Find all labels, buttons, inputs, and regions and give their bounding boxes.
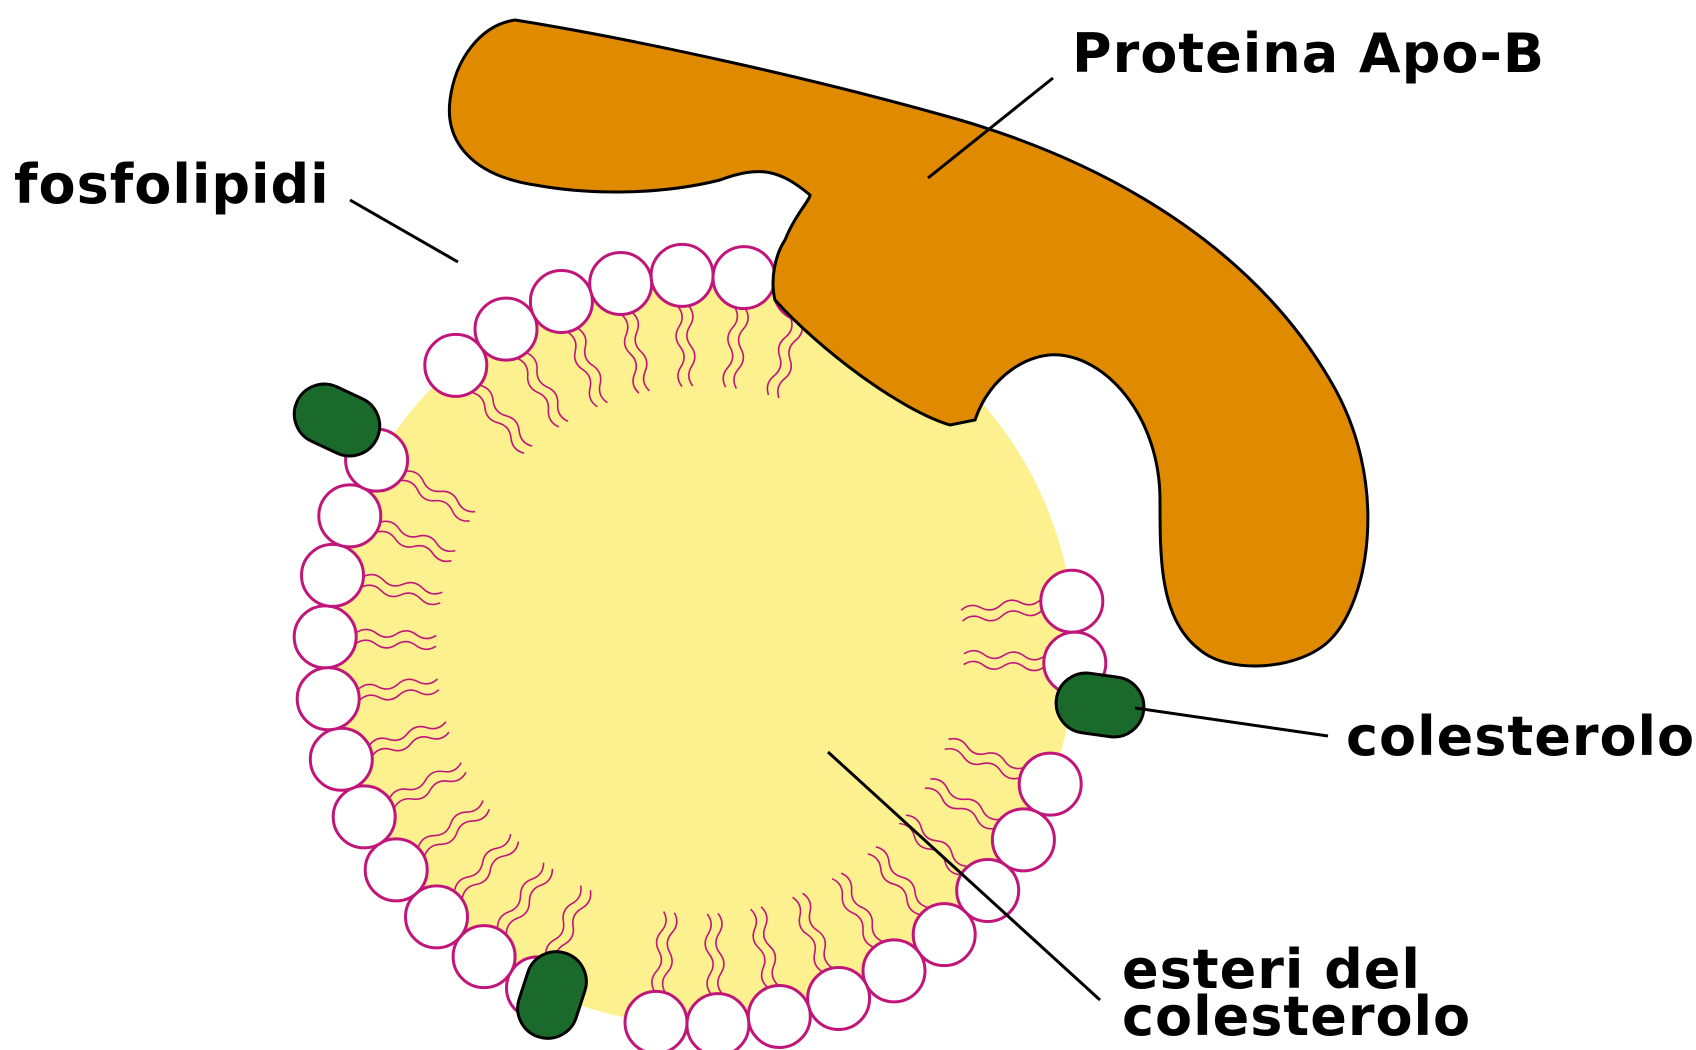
phospholipid-head [475,298,537,360]
phospholipid-head [1019,753,1081,815]
phospholipid-head [310,728,372,790]
phospholipid-head [625,991,687,1050]
phospholipid-leader-line [350,200,458,262]
phospholipid-head [333,786,395,848]
phospholipid-head [294,606,356,668]
cholesterol-molecule [1052,669,1147,741]
phospholipid-head [1041,570,1103,632]
cholesterol-esters-label-line2: colesterolo [1122,985,1471,1048]
phospholipid-head [365,839,427,901]
phospholipid-head [530,271,592,333]
phospholipid-head [319,485,381,547]
phospholipid-head [713,247,775,309]
phospholipid-head [302,544,364,606]
phospholipid-head [297,668,359,730]
phospholipids-label: fosfolipidi [14,153,330,216]
phospholipid-head [863,940,925,1002]
phospholipid-head [651,244,713,306]
cholesterol-label: colesterolo [1346,705,1695,768]
phospholipid-head [590,253,652,315]
phospholipid-head [808,968,870,1030]
phospholipid-head [748,986,810,1048]
phospholipid-head [687,994,749,1050]
cholesterol-leader-line [1135,708,1328,736]
protein-label: Proteina Apo-B [1072,22,1545,85]
